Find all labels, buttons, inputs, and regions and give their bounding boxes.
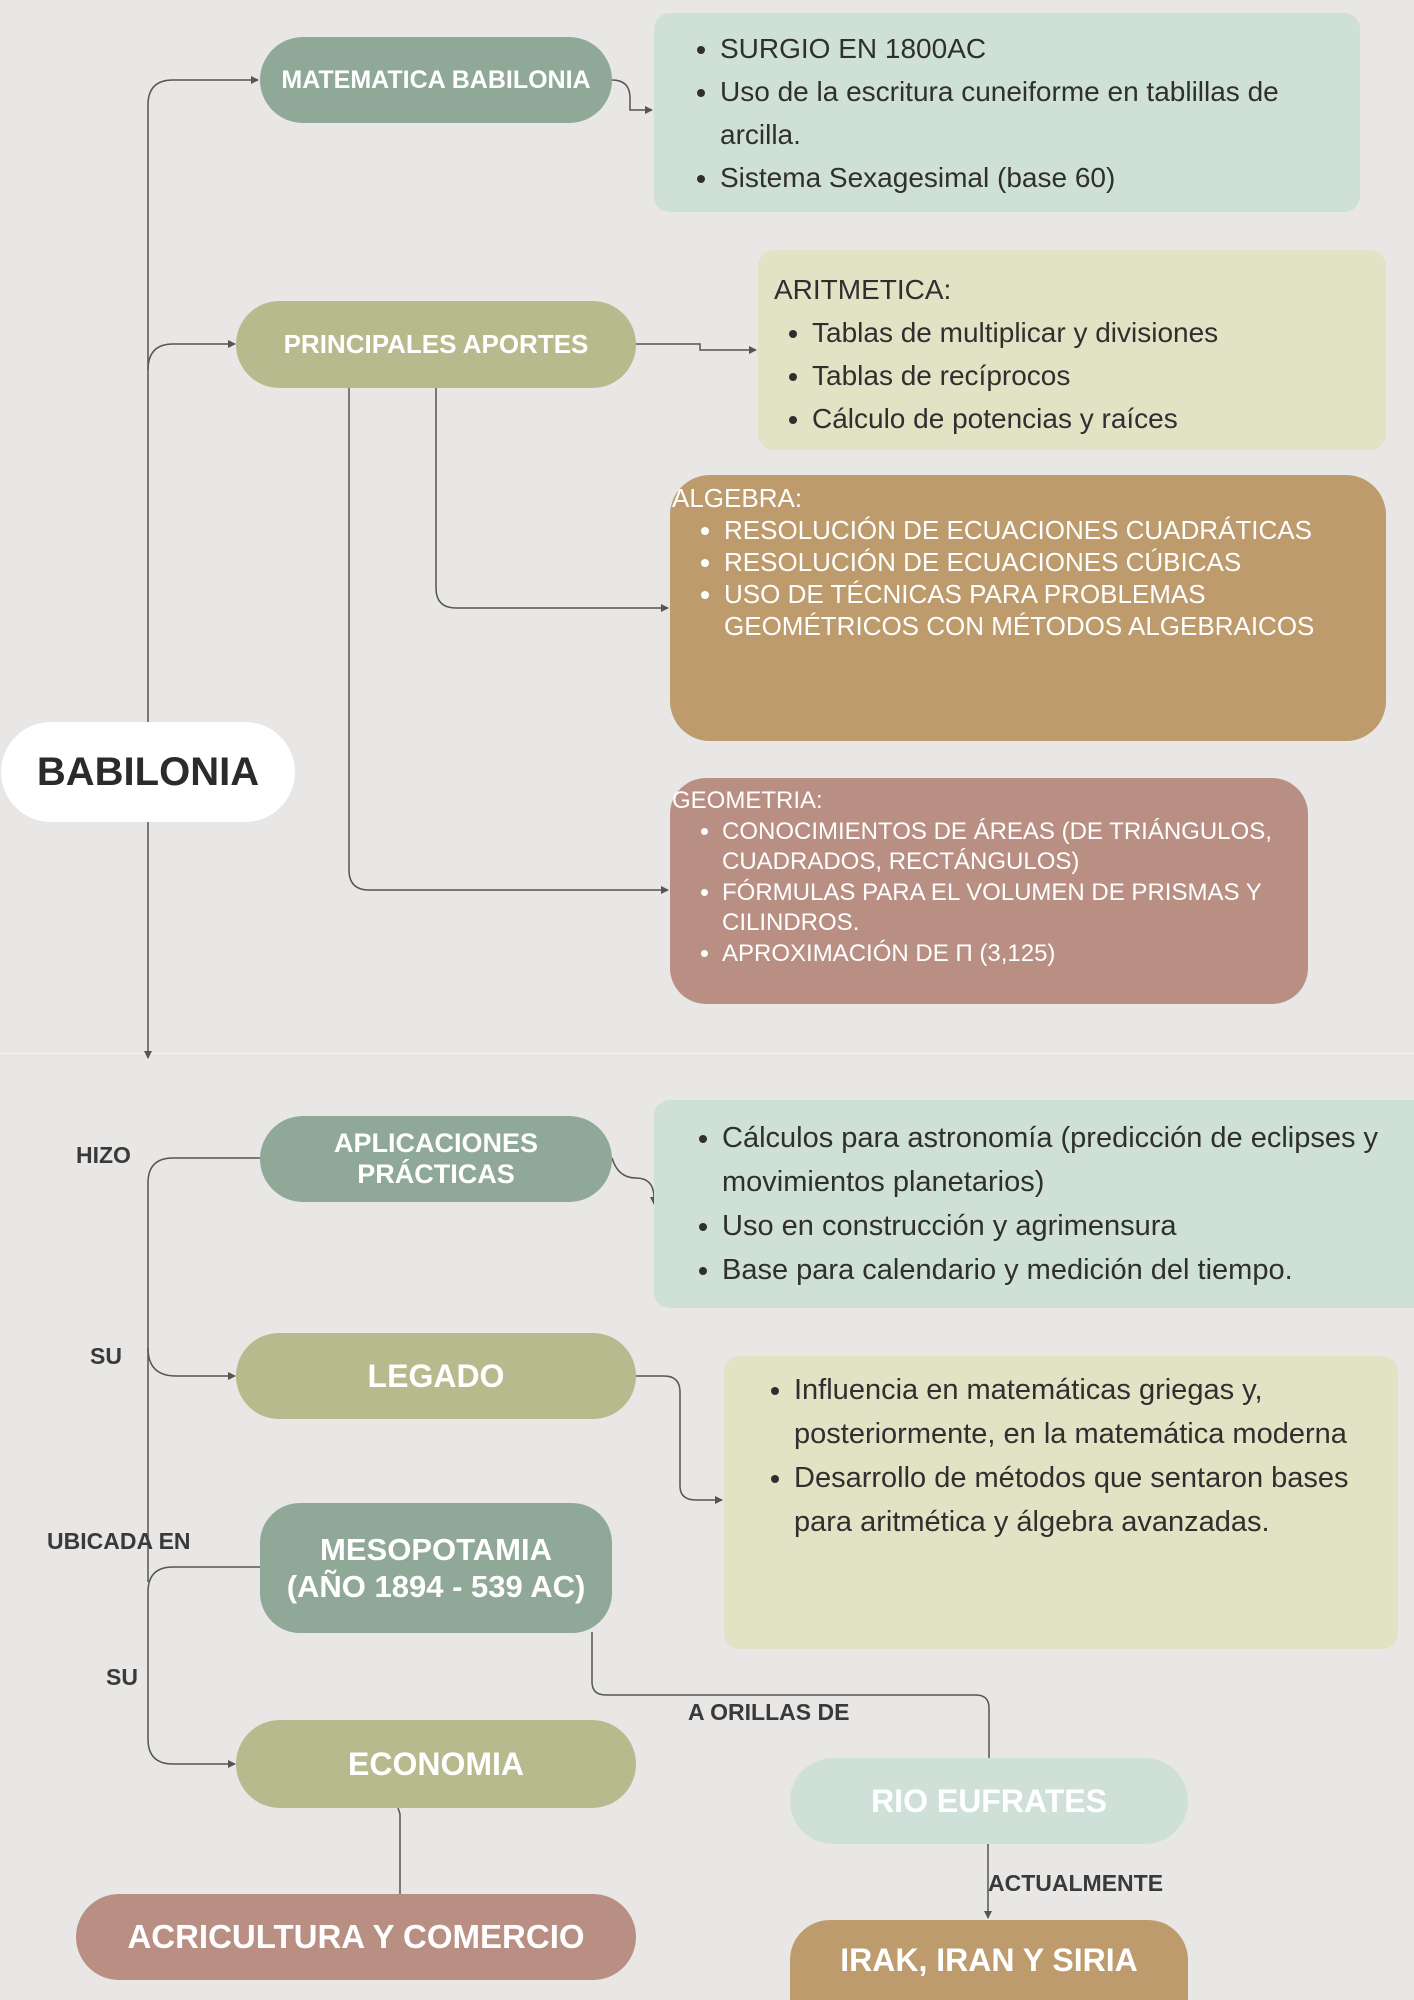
- box-legado-details: Influencia en matemáticas griegas y, pos…: [724, 1356, 1398, 1649]
- geometria-list: CONOCIMIENTOS DE ÁREAS (DE TRIÁNGULOS, C…: [672, 817, 1302, 970]
- list-item: CONOCIMIENTOS DE ÁREAS (DE TRIÁNGULOS, C…: [722, 817, 1302, 878]
- box-geometria: GEOMETRIA: CONOCIMIENTOS DE ÁREAS (DE TR…: [670, 778, 1308, 1004]
- connector-aportes-algebra: [435, 388, 669, 612]
- connector-to-aportes: [147, 340, 236, 371]
- box-aritmetica: ARITMETICA: Tablas de multiplicar y divi…: [758, 250, 1386, 450]
- node-matematica-babilonia: MATEMATICA BABILONIA: [260, 37, 612, 123]
- edge-label-ubicada-en: UBICADA EN: [47, 1528, 191, 1554]
- node-rio-label: RIO EUFRATES: [871, 1782, 1107, 1819]
- edge-label-hizo: HIZO: [76, 1142, 131, 1168]
- connector-to-legado: [147, 1347, 236, 1380]
- node-aplicaciones-practicas: APLICACIONES PRÁCTICAS: [260, 1116, 612, 1202]
- list-item: Tablas de multiplicar y divisiones: [812, 311, 1370, 354]
- connector-legado-box: [634, 1375, 723, 1504]
- connector-main-trunk: [147, 76, 259, 722]
- node-principales-aportes: PRINCIPALES APORTES: [236, 301, 636, 388]
- node-matematica-label: MATEMATICA BABILONIA: [281, 66, 591, 94]
- node-aportes-label: PRINCIPALES APORTES: [283, 328, 589, 359]
- connector-aplicaciones-box: [611, 1157, 658, 1205]
- connector-to-economia: [147, 1566, 260, 1768]
- node-agricultura-label: ACRICULTURA Y COMERCIO: [127, 1918, 585, 1956]
- matematica-list: SURGIO EN 1800AC Uso de la escritura cun…: [686, 27, 1342, 199]
- edge-label-su-legado: SU: [90, 1343, 122, 1369]
- node-economia-label: ECONOMIA: [348, 1745, 524, 1782]
- section-divider: [0, 1053, 1414, 1054]
- edge-label-su-economia: SU: [106, 1664, 138, 1690]
- list-item: Uso de la escritura cuneiforme en tablil…: [720, 70, 1342, 156]
- connector-aportes-aritmetica: [634, 343, 757, 354]
- list-item: Tablas de recíprocos: [812, 354, 1370, 397]
- list-item: Sistema Sexagesimal (base 60): [720, 156, 1342, 199]
- box-algebra: ALGEBRA: RESOLUCIÓN DE ECUACIONES CUADRÁ…: [670, 475, 1386, 741]
- aritmetica-list: Tablas de multiplicar y divisiones Tabla…: [774, 311, 1370, 440]
- node-rio-eufrates: RIO EUFRATES: [790, 1758, 1188, 1844]
- list-item: APROXIMACIÓN DE Π (3,125): [722, 939, 1302, 970]
- node-aplicaciones-label-line2: PRÁCTICAS: [357, 1159, 515, 1189]
- box-matematica-details: SURGIO EN 1800AC Uso de la escritura cun…: [654, 13, 1360, 212]
- aritmetica-heading: ARITMETICA:: [774, 274, 952, 305]
- list-item: Desarrollo de métodos que sentaron bases…: [794, 1456, 1358, 1544]
- root-babilonia: BABILONIA: [1, 722, 295, 822]
- node-mesopotamia-label-line2: (AÑO 1894 - 539 AC): [286, 1569, 586, 1604]
- connector-aportes-geometria: [348, 388, 669, 894]
- connector-to-aplicaciones: [147, 1157, 260, 1582]
- connector-matematica-box: [611, 79, 653, 114]
- edge-label-actualmente: ACTUALMENTE: [988, 1870, 1164, 1896]
- node-agricultura-comercio: ACRICULTURA Y COMERCIO: [76, 1894, 636, 1980]
- algebra-heading: ALGEBRA:: [672, 483, 803, 513]
- list-item: Cálculos para astronomía (predicción de …: [722, 1116, 1404, 1204]
- legado-list: Influencia en matemáticas griegas y, pos…: [740, 1368, 1358, 1544]
- connector-mesopotamia-rio: [591, 1632, 990, 1758]
- list-item: RESOLUCIÓN DE ECUACIONES CUADRÁTICAS: [724, 514, 1356, 546]
- connector-economia-agricultura: [397, 1807, 401, 1894]
- list-item: Base para calendario y medición del tiem…: [722, 1248, 1404, 1292]
- geometria-heading: GEOMETRIA:: [672, 787, 823, 814]
- algebra-list: RESOLUCIÓN DE ECUACIONES CUADRÁTICAS RES…: [672, 514, 1356, 642]
- node-mesopotamia-label-line1: MESOPOTAMIA: [320, 1532, 552, 1567]
- node-irak-iran-siria: IRAK, IRAN Y SIRIA: [790, 1920, 1188, 2000]
- node-economia: ECONOMIA: [236, 1720, 636, 1808]
- list-item: USO DE TÉCNICAS PARA PROBLEMAS GEOMÉTRIC…: [724, 578, 1356, 642]
- node-mesopotamia: MESOPOTAMIA (AÑO 1894 - 539 AC): [260, 1503, 612, 1633]
- list-item: Cálculo de potencias y raíces: [812, 397, 1370, 440]
- node-aplicaciones-label-line1: APLICACIONES: [333, 1128, 539, 1158]
- list-item: SURGIO EN 1800AC: [720, 27, 1342, 70]
- root-label: BABILONIA: [36, 750, 260, 794]
- list-item: Uso en construcción y agrimensura: [722, 1204, 1404, 1248]
- node-paises-label: IRAK, IRAN Y SIRIA: [840, 1941, 1138, 1978]
- list-item: FÓRMULAS PARA EL VOLUMEN DE PRISMAS Y CI…: [722, 878, 1302, 939]
- list-item: RESOLUCIÓN DE ECUACIONES CÚBICAS: [724, 546, 1356, 578]
- edge-label-a-orillas-de: A ORILLAS DE: [688, 1699, 850, 1725]
- box-aplicaciones-details: Cálculos para astronomía (predicción de …: [654, 1100, 1414, 1308]
- node-legado: LEGADO: [236, 1333, 636, 1419]
- aplicaciones-list: Cálculos para astronomía (predicción de …: [670, 1116, 1404, 1292]
- node-legado-label: LEGADO: [367, 1357, 505, 1394]
- list-item: Influencia en matemáticas griegas y, pos…: [794, 1368, 1358, 1456]
